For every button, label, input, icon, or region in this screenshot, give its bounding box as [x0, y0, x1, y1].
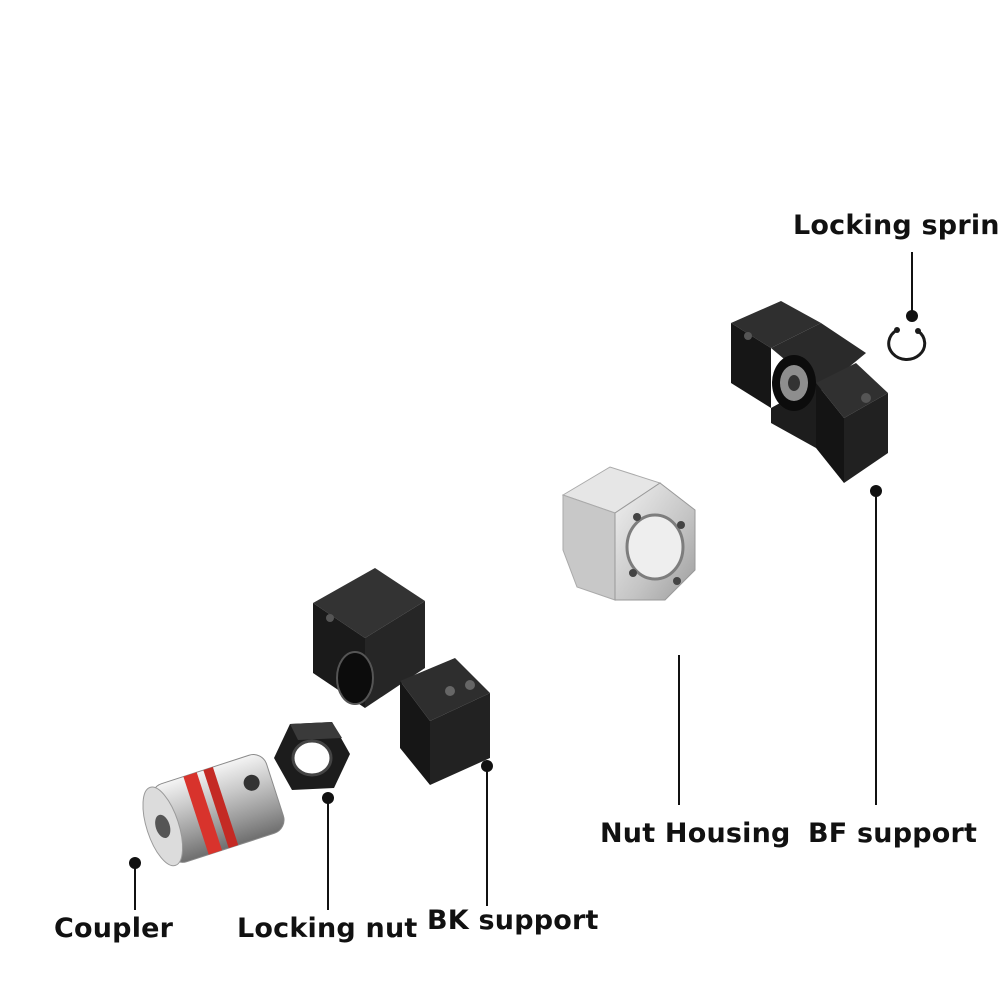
bk-support-leader-line: [486, 768, 488, 906]
bf-support-leader-line: [875, 493, 877, 805]
label-coupler: Coupler: [54, 913, 174, 944]
bf-support-leader-dot: [870, 485, 882, 497]
label-bf-support: BF support: [808, 818, 978, 849]
locking-nut-leader-line: [327, 800, 329, 910]
nut-housing-leader-line: [678, 655, 680, 805]
label-locking-nut: Locking nut: [237, 913, 418, 944]
locking-spring-leader-dot: [906, 310, 918, 322]
locking-spring-leader-line: [911, 252, 913, 312]
label-nut-housing: Nut Housing: [600, 818, 791, 849]
coupler-leader-line: [134, 865, 136, 910]
coupler-image: [142, 754, 285, 867]
bk-support-leader-dot: [481, 760, 493, 772]
coupler-leader-dot: [129, 857, 141, 869]
bk-support-image: [313, 568, 490, 785]
nut-housing-image: [561, 466, 696, 601]
bf-support-image: [731, 301, 888, 483]
label-locking-spring: Locking spring: [793, 210, 1000, 241]
locking-spring-image: [887, 327, 927, 361]
locking-nut-leader-dot: [322, 792, 334, 804]
label-bk-support: BK support: [427, 905, 599, 936]
locking-nut-image: [274, 722, 350, 790]
